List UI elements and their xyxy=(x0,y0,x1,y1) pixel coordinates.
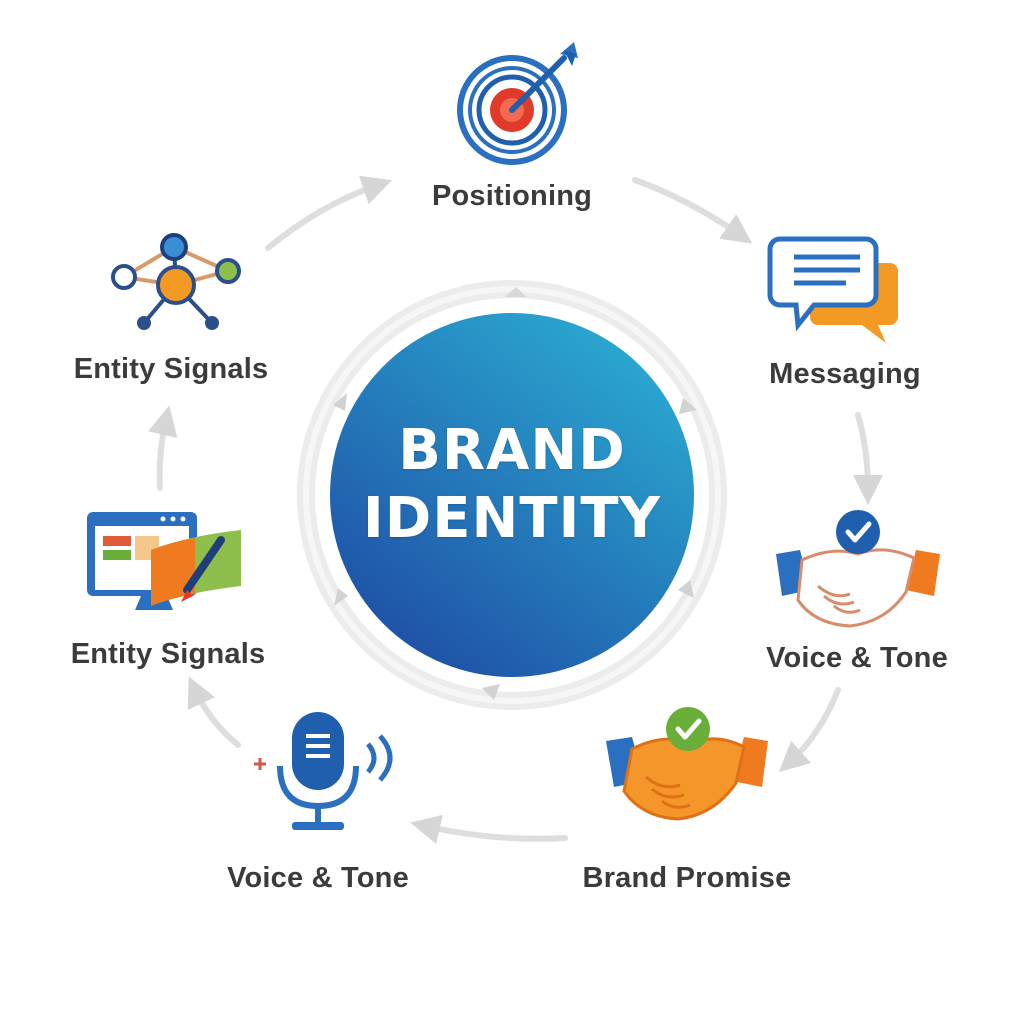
inner-cycle-ring xyxy=(297,280,727,710)
target-icon xyxy=(457,42,578,165)
outer-cycle-arrows xyxy=(148,175,883,844)
node-label-voice-tone-left: Voice & Tone xyxy=(227,862,409,894)
node-label-entity-signals-upper: Entity Signals xyxy=(73,353,269,385)
chat-bubbles-icon xyxy=(767,236,898,343)
node-label-brand-promise: Brand Promise xyxy=(582,862,792,894)
handshake-check-icon xyxy=(776,510,940,628)
center-title-line-1: BRAND xyxy=(398,418,626,483)
network-nodes-icon xyxy=(111,233,241,330)
handshake-check-icon xyxy=(606,707,768,821)
node-label-entity-signals-lower: Entity Signals xyxy=(70,638,266,670)
center-title-line-2: IDENTITY xyxy=(362,486,662,551)
microphone-icon xyxy=(254,712,393,830)
center-circle xyxy=(330,313,694,677)
node-label-voice-tone-right: Voice & Tone xyxy=(766,642,948,674)
node-label-positioning: Positioning xyxy=(431,180,593,212)
node-label-messaging: Messaging xyxy=(769,358,921,390)
design-monitor-icon xyxy=(87,512,241,610)
